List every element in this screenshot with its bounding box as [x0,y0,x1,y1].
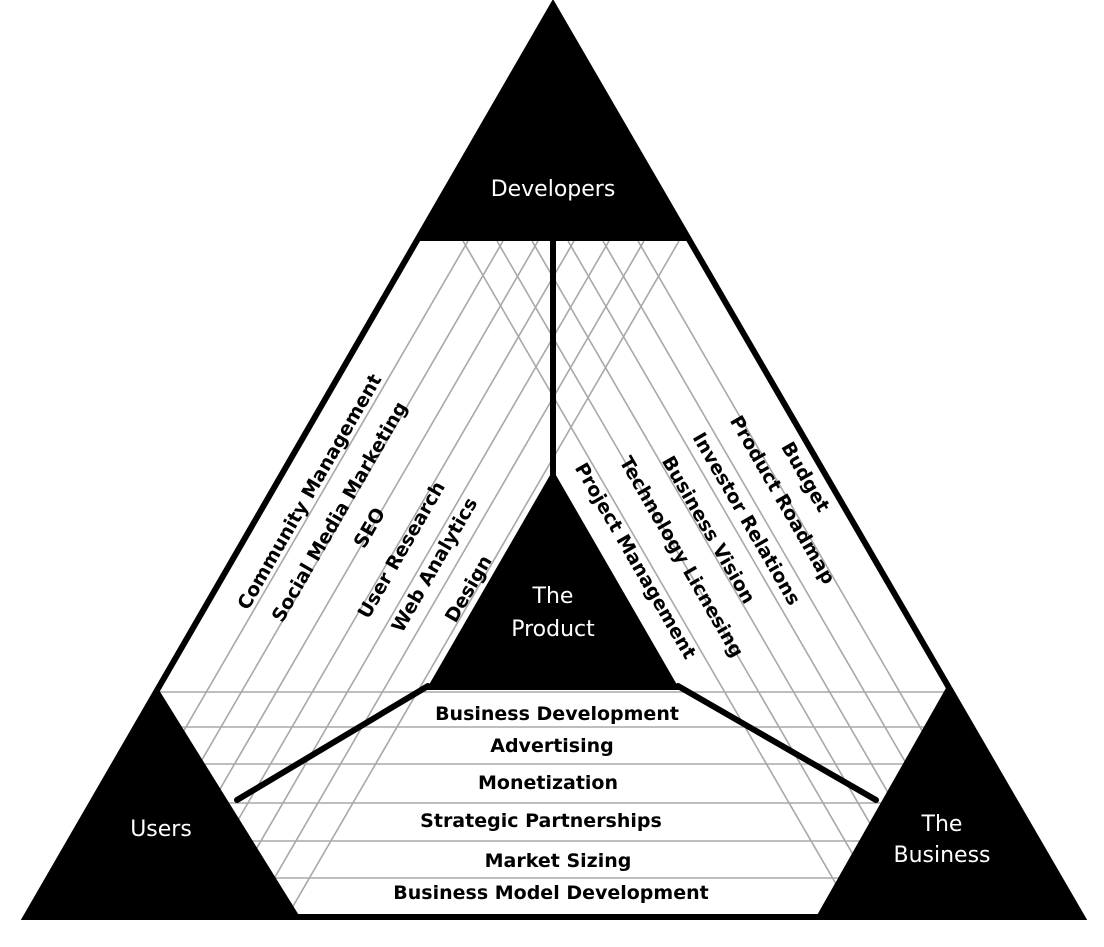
grid-line [531,240,920,909]
grid-line [221,240,610,909]
product-label-line-2: Product [511,617,595,642]
grid-line [462,240,851,909]
product-label-line-1: The [532,584,574,609]
skill-advertising: Advertising [490,735,614,757]
grid-line [186,240,575,909]
grid-line [496,240,885,909]
grid-line [256,240,645,909]
grid-line [291,240,680,909]
skill-market-sizing: Market Sizing [485,850,632,872]
business-corner [816,688,1082,917]
users-corner [26,690,300,917]
developers-corner [417,5,689,241]
divider-users [234,683,431,803]
users-label: Users [130,817,192,842]
skill-business-development: Business Development [435,703,679,725]
business-label-line-2: Business [893,843,990,868]
business-label-line-1: The [921,812,963,837]
developers-label: Developers [491,177,616,202]
product-center [426,470,680,690]
skill-seo: SEO [350,504,390,552]
skill-business-model-development: Business Model Development [393,882,708,904]
skill-monetization: Monetization [478,772,618,794]
skill-strategic-partnerships: Strategic Partnerships [420,810,662,832]
divider-business [675,683,879,803]
outer-triangle [20,0,1088,920]
